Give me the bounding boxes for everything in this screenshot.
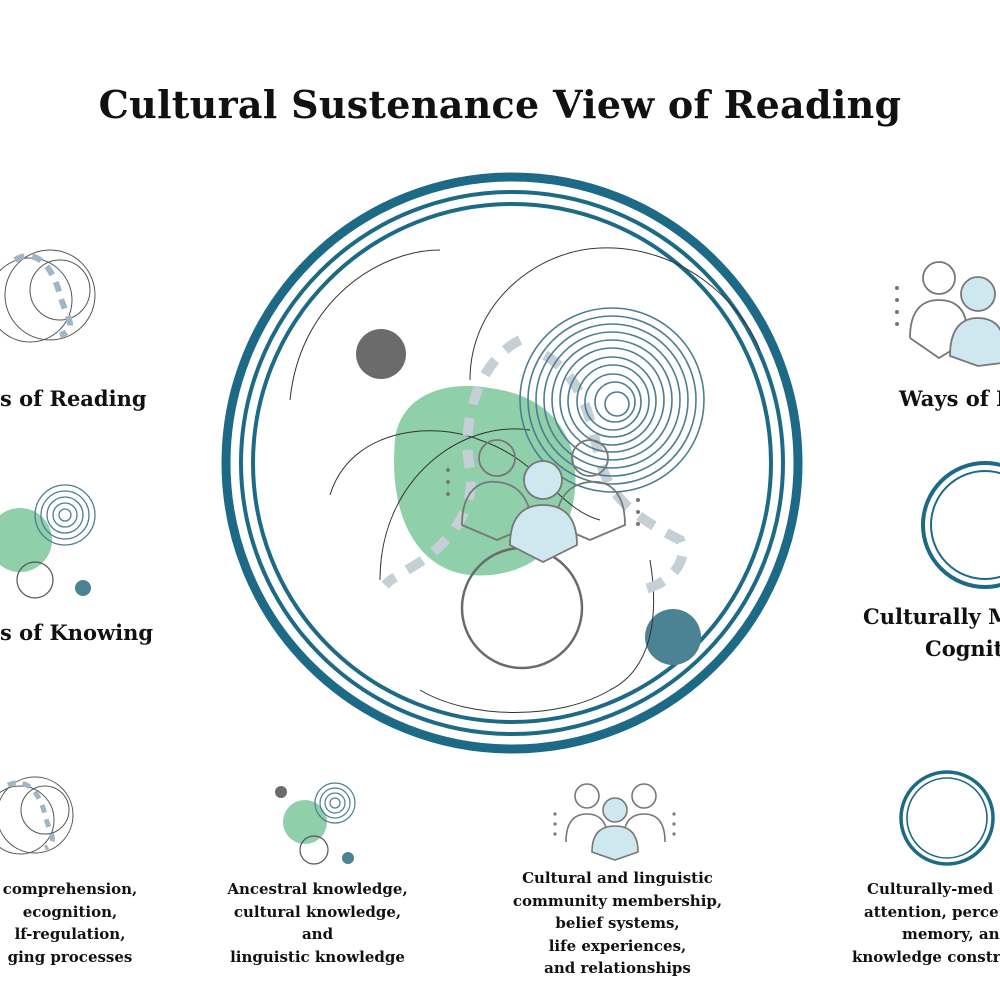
page-title: Cultural Sustenance View of Reading [98, 82, 902, 127]
group-of-people-icon [895, 261, 1000, 367]
outer-ring-icon [221, 172, 803, 754]
label-ways-of-reading: s of Reading [0, 386, 147, 411]
desc-cognition: Culturally-med attention, perce memory, … [852, 880, 1000, 966]
desc-reading: comprehension, ecognition, lf-regulation… [2, 880, 138, 966]
desc-being: Cultural and linguistic community member… [512, 869, 723, 977]
label-ways-of-being: Ways of I [899, 386, 1000, 411]
desc-knowing: Ancestral knowledge, cultural knowledge,… [227, 880, 408, 966]
small-double-ring-icon [899, 770, 995, 866]
circles-swirl-icon [0, 484, 96, 599]
teal-dot [645, 609, 701, 665]
small-circles-swirl-icon [275, 782, 356, 865]
people-icon [446, 439, 640, 564]
label-cognition-line1: Culturally M [863, 604, 1000, 629]
spiral-icon [519, 307, 705, 493]
small-concentric-arcs-icon [0, 776, 74, 855]
concentric-arcs-icon [0, 249, 96, 343]
label-cognition-line2: Cognit [925, 636, 1000, 661]
gray-dot [356, 329, 406, 379]
small-group-of-people-icon [553, 783, 676, 861]
label-ways-of-knowing: s of Knowing [0, 620, 154, 645]
double-ring-icon [921, 461, 1000, 589]
